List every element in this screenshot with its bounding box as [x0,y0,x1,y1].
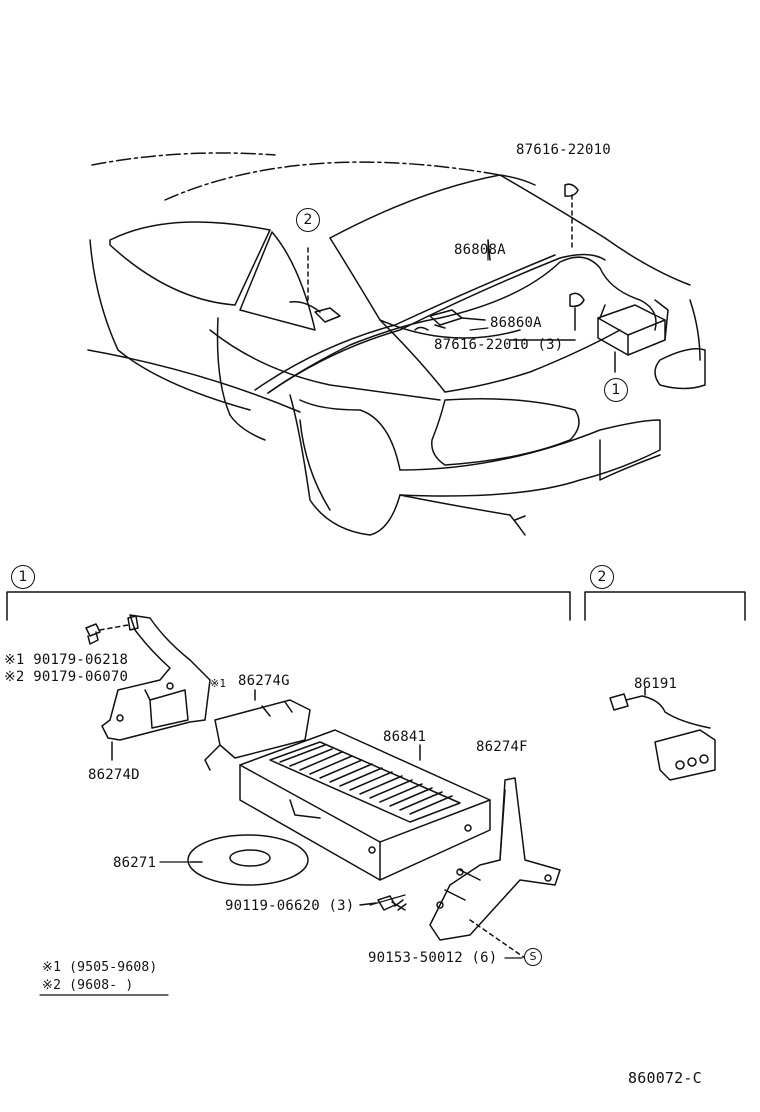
label-86841: 86841 [383,729,427,745]
callout-circle-1-car: 1 [604,378,628,402]
amplifier-on-car-drawing [597,299,669,373]
legend-note-1: ※1 (9505-9608) [42,960,158,975]
diagram-code: 860072-C [628,1069,702,1087]
leader-lines [39,239,523,996]
connector-86860A-drawing [429,309,486,329]
section-1-marker: 1 [11,565,35,589]
label-90119-06620-3: 90119-06620 (3) [225,898,355,914]
connector-86191-drawing [609,687,716,781]
label-86860A: 86860A [490,315,542,331]
label-86274G: 86274G [238,673,290,689]
label-90153-50012-6: 90153-50012 (6) [368,950,498,966]
label-90179-06070: ※2 90179-06070 [4,669,129,685]
label-86271: 86271 [113,855,157,871]
bolt-90179-drawing [85,615,139,645]
bracket-86274D-drawing [101,614,211,761]
pad-86271-drawing [187,834,309,886]
clamp-87616-drawings [414,183,585,341]
label-86274D: 86274D [88,767,140,783]
antenna-cord-86808A [267,239,657,394]
bracket-86274G-drawing [204,689,311,771]
callout-circle-2-car: 2 [296,208,320,232]
callout-circle-s: S [524,948,542,966]
label-86274G-note-mark: ※1 [210,677,227,690]
section-2-marker: 2 [590,565,614,589]
label-87616-22010-top: 87616-22010 [516,142,611,158]
label-87616-22010-3: 87616-22010 (3) [434,337,564,353]
car-body-drawing [87,152,706,536]
bracket-86274F-drawing [429,777,561,959]
label-90179-06218: ※1 90179-06218 [4,652,129,668]
label-86808A: 86808A [454,242,506,258]
legend-note-2: ※2 (9608- ) [42,978,134,993]
screw-90119-drawing [359,895,407,911]
amplifier-86841-drawing [239,729,491,881]
label-86191: 86191 [634,676,678,692]
connector-86191-on-car-drawing [289,247,341,323]
section-frame [6,591,746,621]
label-86274F: 86274F [476,739,528,755]
